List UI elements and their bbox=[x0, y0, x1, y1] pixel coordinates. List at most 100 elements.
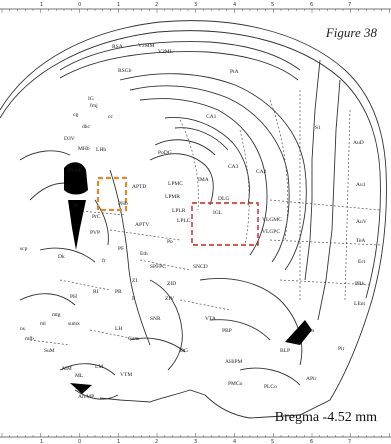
label-AuV: AuV bbox=[356, 219, 367, 225]
label-cg: cg bbox=[73, 112, 78, 118]
label-CA3: CA3 bbox=[228, 164, 239, 170]
label-APTD: APTD bbox=[132, 184, 146, 190]
label-CA1: CA1 bbox=[206, 114, 217, 120]
label-LPMR: LPMR bbox=[165, 194, 180, 200]
ruler-top-3: 1 bbox=[117, 2, 120, 8]
label-PMCo: PMCo bbox=[228, 381, 243, 387]
ruler-top-2: 0 bbox=[78, 2, 81, 8]
label-VLGMC: VLGMC bbox=[262, 217, 282, 223]
label-SPFPC: SPFPC bbox=[150, 264, 166, 270]
label-D3V: D3V bbox=[64, 136, 75, 142]
label-AHiPM: AHiPM bbox=[225, 359, 243, 365]
ruler-top-1: 1 bbox=[40, 2, 43, 8]
label-PBP: PBP bbox=[222, 328, 232, 334]
label-DEn: DEn bbox=[304, 328, 314, 334]
label-PR: PR bbox=[115, 289, 122, 295]
label-cc: cc bbox=[108, 114, 113, 120]
label-scp: scp bbox=[20, 246, 28, 252]
ruler-top-9: 7 bbox=[348, 2, 351, 8]
label-Au1: Au1 bbox=[356, 182, 366, 188]
label-APTV: APTV bbox=[135, 222, 149, 228]
bregma-label: Bregma -4.52 mm bbox=[275, 410, 377, 426]
label-ml: ml bbox=[40, 321, 46, 327]
ruler-bottom-9: 7 bbox=[348, 439, 351, 444]
label-PRh: PRh bbox=[355, 281, 365, 287]
ruler-bottom-7: 5 bbox=[271, 439, 274, 444]
label-Pir: Pir bbox=[338, 346, 345, 352]
ruler-bottom-2: 0 bbox=[78, 439, 81, 444]
label-V2ML: V2ML bbox=[158, 49, 174, 55]
label-PF: PF bbox=[118, 246, 124, 252]
label-SNCD: SNCD bbox=[193, 264, 208, 270]
label-ArcMP: ArcMP bbox=[78, 394, 94, 400]
label-APir: APir bbox=[306, 376, 317, 382]
label-DLG: DLG bbox=[218, 196, 229, 202]
label-DG: DG bbox=[180, 348, 188, 354]
label-VTA: VTA bbox=[205, 316, 216, 322]
label-PHb: PHb bbox=[118, 201, 128, 207]
label-IG: IG bbox=[88, 96, 94, 102]
label-mfb: mfb bbox=[25, 335, 34, 342]
label-IGL: IGL bbox=[213, 210, 223, 216]
label-mtg: mtg bbox=[52, 312, 61, 318]
ruler-bottom-6: 4 bbox=[233, 439, 236, 444]
label-Dk: Dk bbox=[58, 254, 65, 260]
label-PLCo: PLCo bbox=[264, 384, 277, 390]
label-LHb: LHb bbox=[96, 147, 106, 153]
ruler-top-4: 2 bbox=[155, 2, 158, 8]
label-MHb: MHb bbox=[78, 146, 90, 152]
label-RI: RI bbox=[93, 289, 99, 295]
label-Eth: Eth bbox=[140, 251, 148, 257]
ruler-top-8: 6 bbox=[310, 2, 313, 8]
label-Gem: Gem bbox=[128, 336, 139, 342]
label-ZI: ZI bbox=[132, 278, 137, 284]
label-LPLC: LPLC bbox=[177, 218, 191, 224]
figure-title: Figure 38 bbox=[326, 25, 377, 41]
label-LPMC: LPMC bbox=[168, 181, 183, 187]
label-PVP: PVP bbox=[90, 230, 100, 236]
label-PrC: PrC bbox=[92, 214, 101, 220]
label-dhc: dhc bbox=[82, 124, 91, 130]
ruler-bottom-3: 1 bbox=[117, 439, 120, 444]
label-AuD: AuD bbox=[353, 140, 364, 146]
ruler-bottom-8: 6 bbox=[310, 439, 313, 444]
label-Po: Po bbox=[167, 239, 173, 245]
ruler-bottom-4: 2 bbox=[155, 439, 158, 444]
label-IMA: IMA bbox=[198, 177, 209, 183]
label-ML: ML bbox=[75, 373, 84, 379]
label-PtA: PtA bbox=[230, 69, 239, 75]
label-RSGb: RSGb bbox=[118, 68, 132, 74]
label-LEnt: LEnt bbox=[354, 301, 365, 307]
ruler-bottom-5: 3 bbox=[194, 439, 197, 444]
label-MM: MM bbox=[62, 366, 72, 372]
label-LH: LH bbox=[115, 326, 122, 332]
ruler-top-6: 4 bbox=[233, 2, 236, 8]
label-F: F bbox=[132, 296, 135, 302]
label-PVHb: PVHb bbox=[68, 168, 82, 174]
label-S1: S1 bbox=[315, 125, 321, 131]
label-VLGPC: VLGPC bbox=[262, 229, 280, 235]
label-LPLR: LPLR bbox=[172, 208, 186, 214]
label-V2MM: V2MM bbox=[138, 43, 155, 49]
label-CA2: CA2 bbox=[256, 169, 267, 175]
label-ns: ns bbox=[20, 326, 25, 332]
label-TeA: TeA bbox=[356, 238, 365, 244]
label-PH: PH bbox=[70, 294, 77, 300]
ruler-top-7: 5 bbox=[271, 2, 274, 8]
ruler-top-5: 3 bbox=[194, 2, 197, 8]
label-VTM: VTM bbox=[120, 372, 132, 378]
ruler-bottom-1: 1 bbox=[40, 439, 43, 444]
label-ZID: ZID bbox=[167, 281, 176, 287]
label-RSA: RSA bbox=[112, 44, 123, 50]
label-SuM: SuM bbox=[44, 348, 55, 354]
label-IV: IV bbox=[73, 203, 79, 209]
label-Ect: Ect bbox=[358, 259, 366, 265]
label-sumx: sumx bbox=[68, 321, 80, 327]
label-fr: fr bbox=[102, 257, 106, 264]
label-ZIV: ZIV bbox=[165, 296, 174, 302]
label-fmj: fmj bbox=[90, 102, 98, 109]
label-SNR: SNR bbox=[150, 316, 161, 322]
label-BLP: BLP bbox=[280, 348, 290, 354]
